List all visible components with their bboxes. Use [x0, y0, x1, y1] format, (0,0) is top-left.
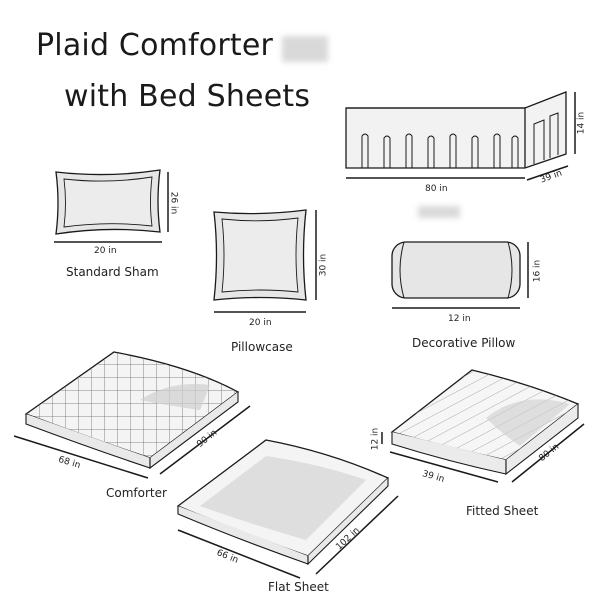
decorative-pillow-width-label: 12 in: [448, 314, 471, 324]
blurred-brand-mark-small: [418, 206, 460, 218]
standard-sham-height-label: 26 in: [168, 191, 179, 215]
decorative-pillow-label: Decorative Pillow: [412, 336, 516, 350]
pillowcase-label: Pillowcase: [231, 340, 293, 354]
standard-sham-width-label: 20 in: [94, 246, 117, 256]
flat-sheet-drawing: [176, 439, 399, 579]
fitted-sheet-depth-label: 12 in: [370, 427, 381, 451]
blurred-brand-mark: [282, 36, 328, 62]
flat-sheet-label: Flat Sheet: [268, 580, 329, 594]
bed-skirt-drawing: [345, 91, 576, 181]
bed-skirt-length-label: 80 in: [425, 184, 448, 194]
comforter-label: Comforter: [106, 486, 167, 500]
pillowcase-drawing: [213, 209, 317, 313]
title-line-1: Plaid Comforter: [36, 28, 274, 63]
bed-skirt-drop-label: 14 in: [576, 111, 587, 135]
comforter-drawing: [13, 351, 251, 479]
pillowcase-height-label: 30 in: [318, 253, 329, 277]
standard-sham-label: Standard Sham: [66, 265, 159, 279]
decorative-pillow-drawing: [391, 241, 529, 309]
standard-sham-drawing: [54, 169, 169, 243]
fitted-sheet-drawing: [381, 369, 585, 483]
decorative-pillow-height-label: 16 in: [532, 259, 543, 283]
fitted-sheet-label: Fitted Sheet: [466, 504, 539, 518]
title-line-2: with Bed Sheets: [64, 79, 311, 114]
pillowcase-width-label: 20 in: [249, 318, 272, 328]
